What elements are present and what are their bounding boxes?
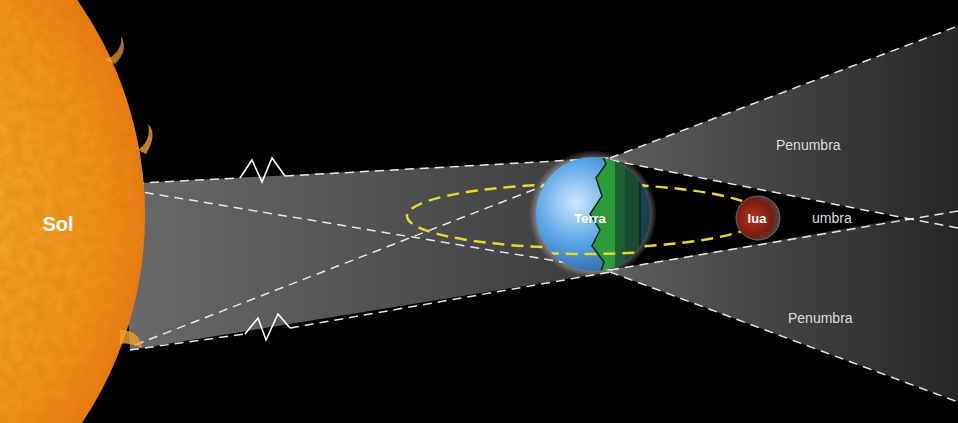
earth-illustration (416, 150, 754, 280)
penumbra-region (610, 26, 958, 402)
node-label: Terra (574, 211, 606, 226)
node-label: Sol (42, 213, 73, 236)
moon-node: lua (745, 208, 770, 229)
ray-lines (120, 26, 958, 402)
moon-illustration (736, 196, 780, 240)
node-label: lua (748, 211, 767, 226)
earth-node: Terra (570, 207, 610, 230)
break-marks (240, 158, 290, 340)
sun-node: Sol (36, 207, 79, 242)
penumbra-label: Penumbra (788, 310, 853, 326)
umbra-label: umbra (812, 210, 852, 226)
penumbra-label: Penumbra (776, 137, 841, 153)
sun-illustration (0, 0, 160, 423)
